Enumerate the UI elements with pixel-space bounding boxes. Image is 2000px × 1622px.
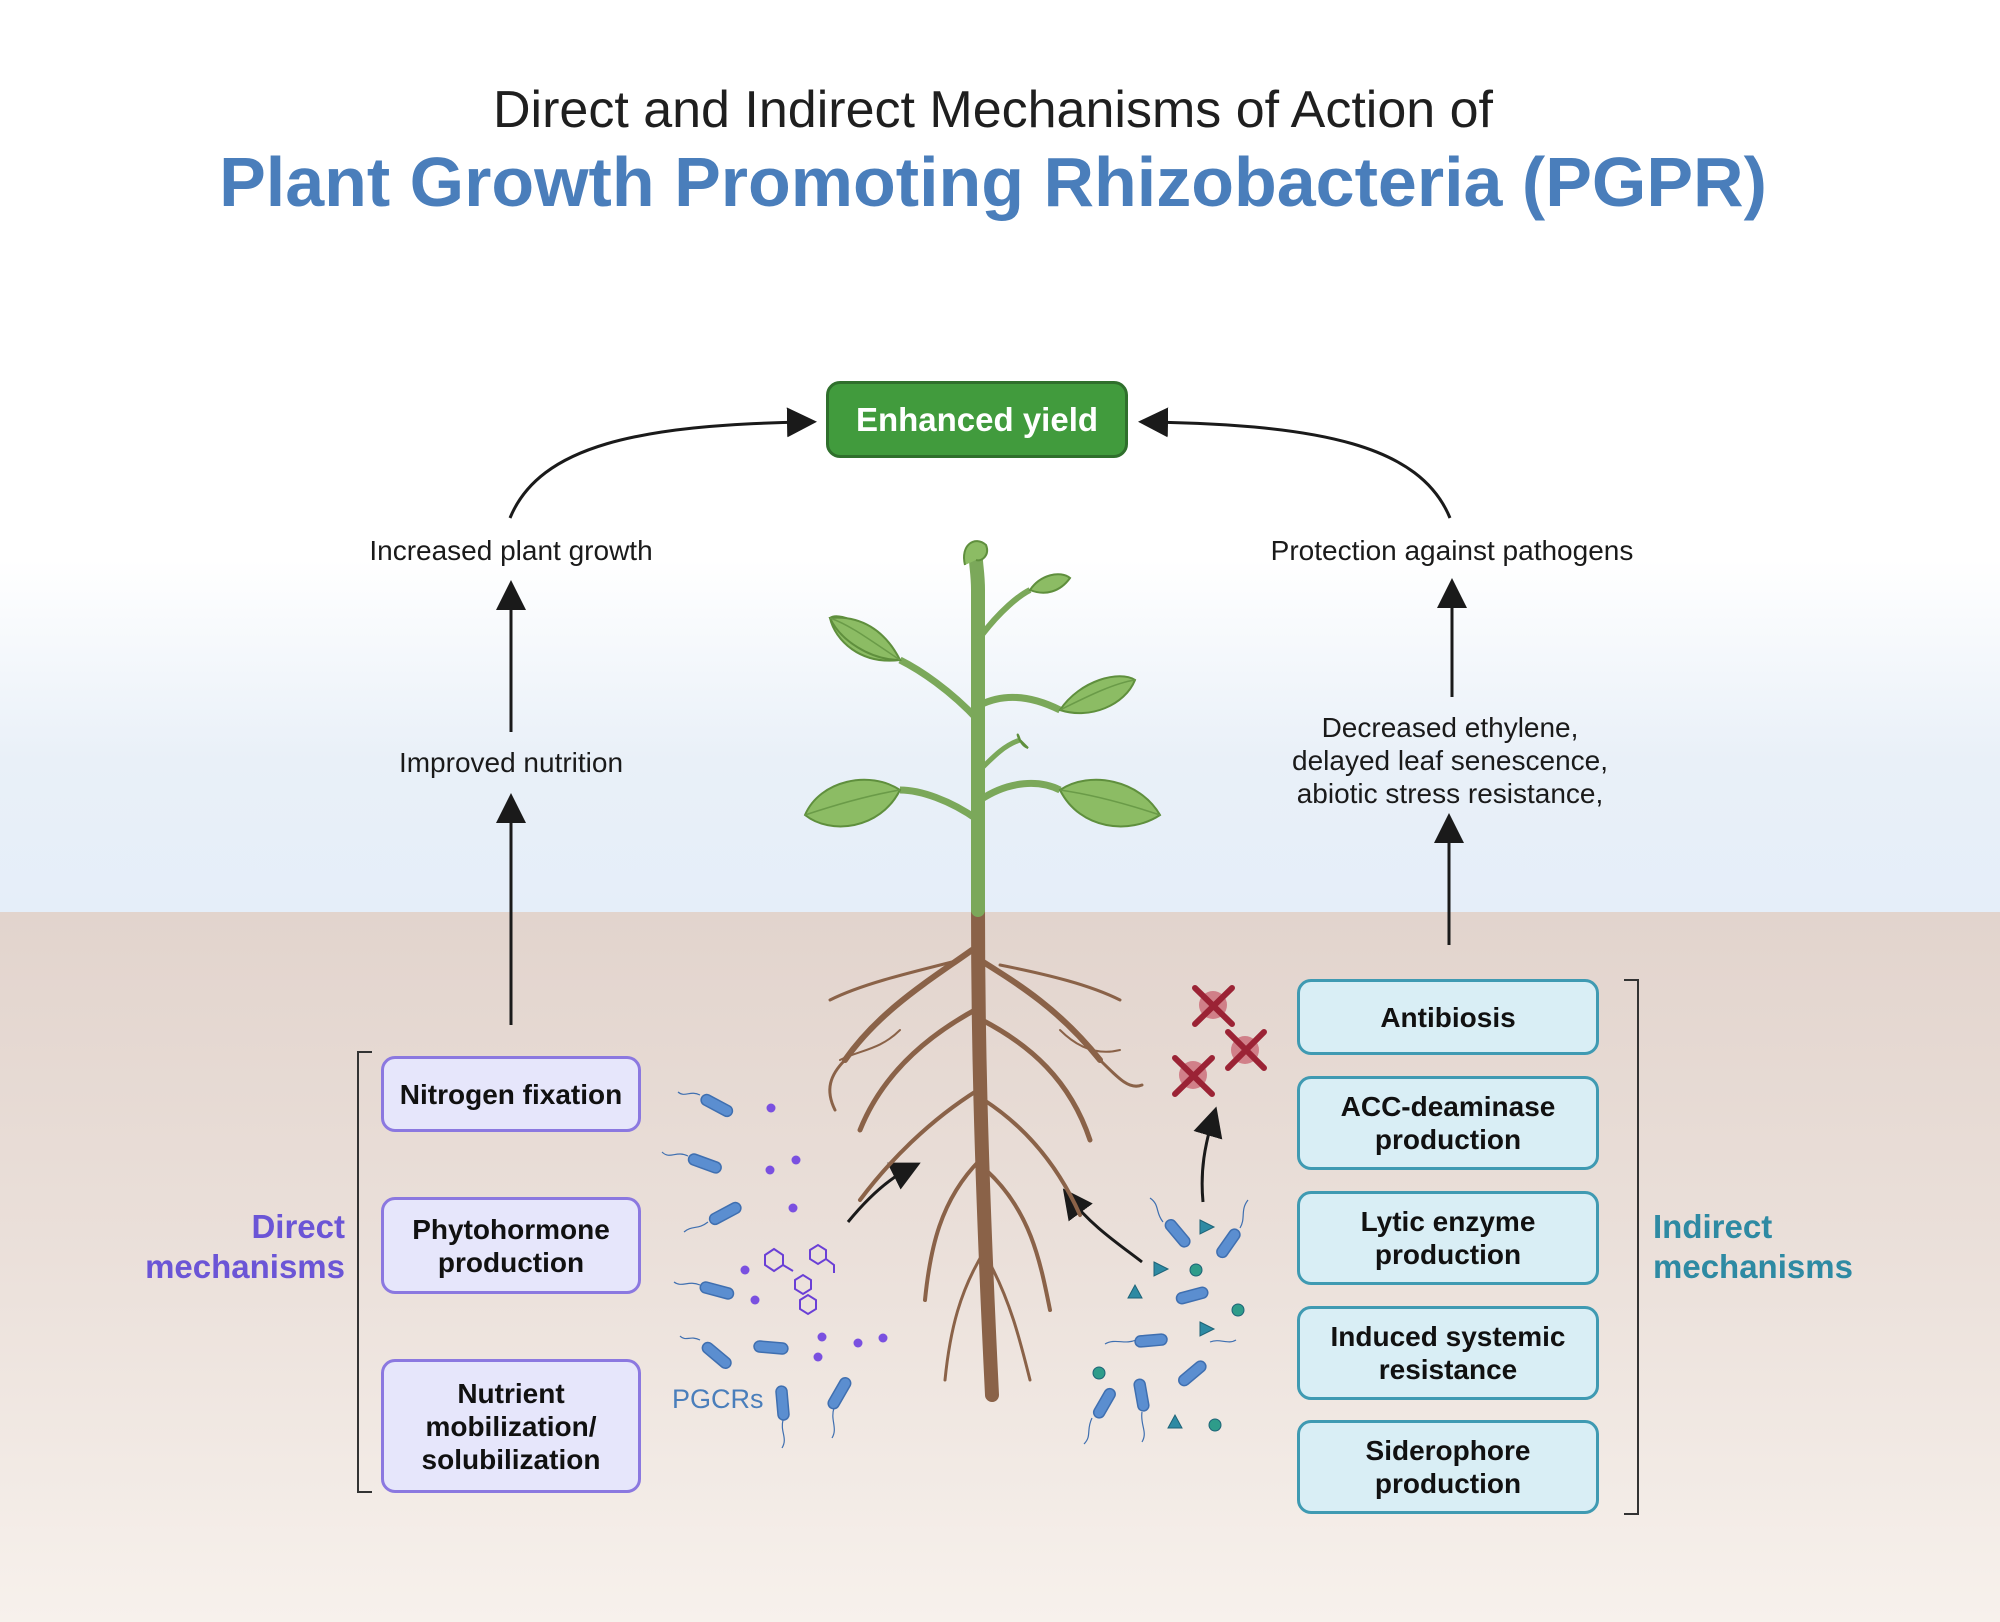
box-label: solubilization [421,1443,601,1475]
arrow-to-root-left [846,1162,921,1223]
direct-mechanisms-heading: Direct mechanisms [140,1207,345,1287]
ethylene-effects-label: Decreased ethylene, delayed leaf senesce… [1232,711,1668,810]
lytic-enzyme-box: Lytic enzyme production [1297,1191,1599,1285]
pgcrs-label: PGCRs [672,1384,764,1414]
box-label: production [437,1246,585,1278]
protection-against-pathogens-label: Protection against pathogens [1270,535,1634,566]
box-label: mobilization/ [425,1410,597,1442]
arrow-left-curve [508,407,817,519]
box-label: production [1374,1239,1522,1270]
enhanced-yield-box: Enhanced yield [826,381,1128,458]
induced-systemic-resistance-box: Induced systemic resistance [1297,1306,1599,1400]
antibiosis-box: Antibiosis [1297,979,1599,1055]
direct-bracket [357,1051,372,1493]
bacteria-flagella [661,1091,835,1449]
bacteria-right [1092,1219,1241,1419]
acc-deaminase-box: ACC-deaminase production [1297,1076,1599,1170]
box-label: Siderophore [1365,1435,1531,1466]
indirect-heading-line: Indirect [1653,1208,1773,1245]
direct-heading-line: Direct [251,1208,345,1245]
improved-nutrition-label: Improved nutrition [398,747,624,778]
indirect-bracket [1624,979,1639,1515]
box-label: Induced systemic [1330,1321,1566,1352]
leaf [1016,733,1029,749]
arrow-right-curve [1138,407,1452,519]
title-line-2: Plant Growth Promoting Rhizobacteria (PG… [219,143,1767,221]
title-line-1: Direct and Indirect Mechanisms of Action… [492,81,1493,139]
shoot-tip [963,540,988,566]
indirect-heading-line: mechanisms [1653,1248,1853,1285]
roots [828,898,1144,1402]
bacteria-flagella-right [1083,1197,1249,1445]
brackets [357,979,1639,1515]
box-label: Nitrogen fixation [399,1078,623,1110]
box-label: production [1374,1124,1522,1155]
box-label: Antibiosis [1380,1001,1516,1033]
box-label: Lytic enzyme [1360,1206,1536,1237]
flow-arrows [496,407,1467,1264]
ethylene-effects-line: Decreased ethylene, [1321,712,1579,743]
pathogens [1172,985,1267,1097]
box-label: ACC-deaminase [1340,1091,1556,1122]
ethylene-effects-line: abiotic stress resistance, [1296,778,1604,809]
siderophore-production-box: Siderophore production [1297,1420,1599,1514]
nitrogen-fixation-box: Nitrogen fixation [381,1056,641,1132]
box-label: Phytohormone [412,1213,610,1245]
leaf-veins [804,617,1161,816]
plant-leaves [803,573,1162,828]
arrow-to-pathogen [1193,1106,1223,1203]
direct-heading-line: mechanisms [145,1248,345,1285]
bacteria-left [687,1093,852,1421]
siderophores [1092,1219,1245,1432]
indirect-mechanisms-heading: Indirect mechanisms [1653,1207,1893,1287]
arrow-to-root-right [1062,1188,1143,1264]
leaf [1028,573,1072,594]
leaf [803,778,902,828]
box-label: Nutrient [457,1377,565,1409]
leaf [1058,778,1162,828]
phytohormone-production-box: Phytohormone production [381,1197,641,1294]
ethylene-effects-line: delayed leaf senescence, [1292,745,1608,776]
box-label: production [1374,1468,1522,1499]
increased-plant-growth-label: Increased plant growth [369,535,653,566]
molecules-left [740,1103,888,1362]
phytohormone-molecules [764,1243,835,1316]
nutrient-mobilization-box: Nutrient mobilization/ solubilization [381,1359,641,1493]
box-label: resistance [1378,1354,1518,1385]
plant-stem [898,553,1062,917]
